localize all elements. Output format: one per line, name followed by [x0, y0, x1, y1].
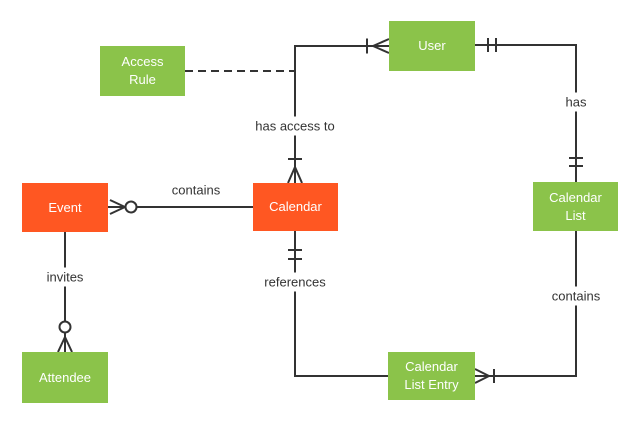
relationship-line-contains-entries: [474, 231, 577, 384]
entity-event-label: Event: [48, 199, 82, 215]
relationship-line-contains-events: [108, 199, 253, 215]
entity-access-rule: Access Rule: [100, 46, 185, 96]
crows-foot-many-icon: [57, 336, 73, 353]
entity-event: Event: [22, 183, 108, 232]
relationship-label-contains-events: contains: [167, 180, 225, 200]
entity-calendar-list: Calendar List: [533, 182, 618, 231]
entity-attendee-label: Attendee: [38, 369, 92, 385]
relationship-label-references: references: [260, 272, 330, 292]
entity-calendar-label: Calendar: [269, 199, 322, 215]
relationship-line-has: [475, 38, 583, 182]
entity-calendar-list-entry-label: Calendar List Entry: [404, 359, 459, 392]
entity-calendar: Calendar: [253, 183, 338, 231]
relationship-label-has: has: [561, 92, 591, 112]
zero-cardinality-icon: [124, 200, 138, 214]
relationship-line-invites: [57, 232, 73, 353]
entity-access-rule-label: Access Rule: [121, 54, 164, 87]
entity-calendar-list-entry: Calendar List Entry: [388, 352, 475, 400]
entity-attendee: Attendee: [22, 352, 108, 403]
entity-user-label: User: [418, 38, 446, 54]
double-bar-icon: [288, 249, 302, 260]
entity-user: User: [389, 21, 475, 71]
relationship-label-has-access-to: has access to: [251, 116, 339, 136]
crows-foot-many-icon: [474, 368, 490, 384]
double-bar-icon: [569, 157, 583, 167]
crows-foot-many-icon: [109, 199, 126, 215]
relationship-line-has-access-to: [287, 38, 390, 184]
relationship-line-references: [288, 231, 388, 377]
crows-foot-many-icon: [287, 166, 303, 184]
entity-calendar-list-label: Calendar List: [549, 189, 602, 223]
relationship-label-invites: invites: [42, 267, 88, 287]
relationship-label-contains-entries: contains: [547, 286, 605, 306]
double-bar-icon: [487, 38, 497, 52]
zero-cardinality-icon: [58, 320, 72, 334]
crows-foot-many-icon: [372, 38, 390, 54]
